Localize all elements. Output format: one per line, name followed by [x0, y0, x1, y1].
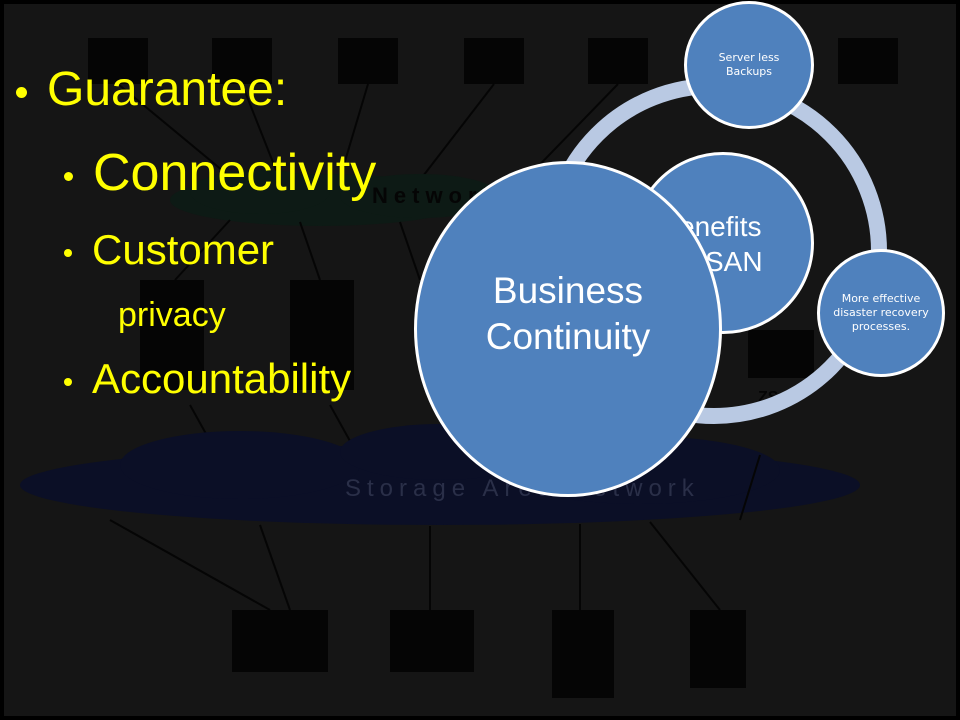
server-box	[88, 38, 148, 84]
server-box	[464, 38, 524, 84]
business-continuity-line2: Continuity	[485, 316, 651, 357]
bullet-dot	[64, 248, 72, 257]
server-box	[290, 280, 354, 390]
storage-box	[552, 610, 614, 698]
bullet-accountability: Accountability	[64, 358, 351, 400]
storage-box	[690, 610, 746, 688]
bullet-dot	[64, 377, 72, 386]
bullet-guarantee-text: Guarantee:	[47, 63, 288, 116]
bullet-customer: Customer	[64, 229, 274, 271]
storage-box	[232, 610, 328, 672]
bullet-dot	[64, 171, 73, 181]
server-box	[338, 38, 398, 84]
bullet-customer-text: Customer	[92, 226, 275, 273]
serverless-backups-circle: Server less Backups	[684, 1, 814, 129]
bullet-guarantee: Guarantee:	[16, 66, 287, 114]
storage-box	[390, 610, 474, 672]
server-box	[140, 280, 204, 390]
network-cloud	[170, 170, 500, 226]
business-continuity-line1: Business	[492, 269, 644, 311]
bullet-privacy: privacy	[118, 298, 226, 332]
server-box	[748, 330, 814, 378]
server-box	[588, 38, 648, 84]
bullet-connectivity: Connectivity	[64, 147, 376, 199]
disaster-recovery-text: More effective disaster recovery process…	[833, 291, 929, 334]
bullet-accountability-text: Accountability	[92, 355, 352, 402]
benefits-line2: SAN	[705, 246, 763, 277]
bullet-privacy-text: privacy	[118, 296, 226, 334]
bullet-connectivity-text: Connectivity	[93, 144, 377, 202]
server-box	[212, 38, 272, 84]
bullet-dot	[16, 86, 27, 98]
business-continuity-circle: Business Continuity	[414, 161, 722, 497]
server-box	[838, 38, 898, 84]
disaster-recovery-circle: More effective disaster recovery process…	[817, 249, 945, 377]
serverless-backups-text: Server less Backups	[718, 50, 780, 78]
